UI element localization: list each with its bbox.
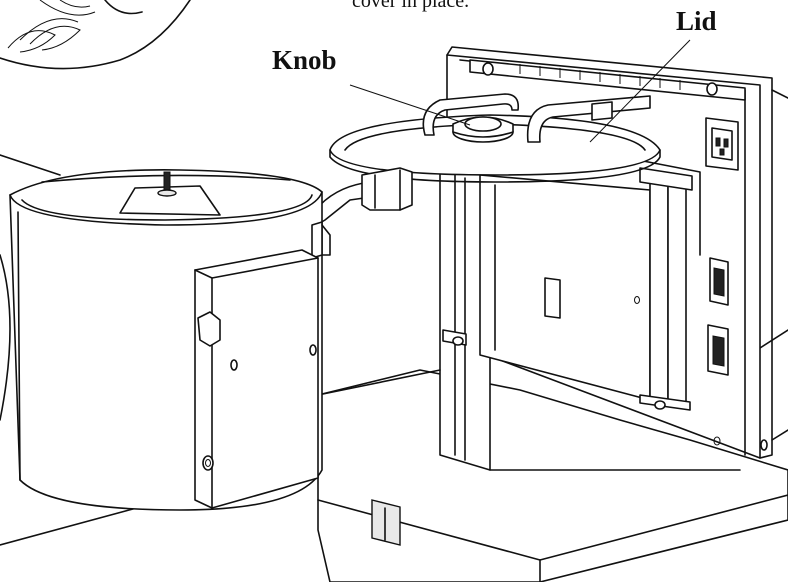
left-edge-arc (0, 254, 11, 421)
lid-leader-line (589, 39, 691, 143)
lid-label: Lid (676, 6, 717, 36)
inset-detail-circle (0, 0, 191, 70)
caption-fragment: cover in place. (352, 0, 469, 12)
side-control-box (194, 249, 319, 509)
knob-label: Knob (272, 45, 337, 75)
knob-leader-line (349, 84, 471, 126)
lid-assembly (329, 93, 661, 183)
inner-frame (317, 159, 741, 471)
